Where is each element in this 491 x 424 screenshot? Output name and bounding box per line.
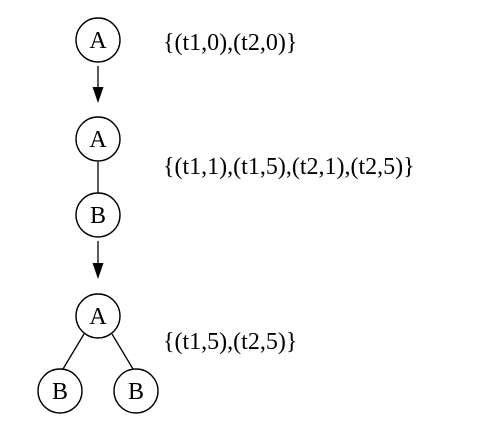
stage-3-node-b-right: B [113, 368, 159, 414]
stage-3-node-a: A [75, 293, 121, 339]
stage-2-node-a-label: A [89, 127, 107, 153]
stage-2-node-a: A [75, 116, 121, 162]
stage-3-edge-a-b-right [111, 333, 137, 375]
stage-3-node-b-left-label: B [52, 379, 68, 405]
arrow-stage-1-to-2 [92, 66, 104, 103]
stage-2-node-b: B [75, 192, 121, 238]
stage-1-set-label: {(t1,0),(t2,0)} [163, 30, 297, 56]
stage-2: A B {(t1,1),(t1,5),(t2,1),(t2,5)} [75, 116, 415, 238]
stage-3-set-label: {(t1,5),(t2,5)} [163, 329, 297, 355]
stage-3: A B B {(t1,5),(t2,5)} [37, 293, 297, 414]
stage-3-edge-a-b-left [59, 333, 85, 375]
stage-3-node-a-label: A [89, 304, 107, 330]
stage-2-set-label: {(t1,1),(t1,5),(t2,1),(t2,5)} [163, 154, 415, 180]
stage-3-node-b-right-label: B [128, 379, 144, 405]
stage-1: A {(t1,0),(t2,0)} [75, 17, 297, 63]
stage-3-node-b-left: B [37, 368, 83, 414]
stage-1-node-a: A [75, 17, 121, 63]
stage-2-node-b-label: B [90, 203, 106, 229]
arrow-stage-2-to-3 [92, 241, 104, 279]
stage-1-node-a-label: A [89, 28, 107, 54]
